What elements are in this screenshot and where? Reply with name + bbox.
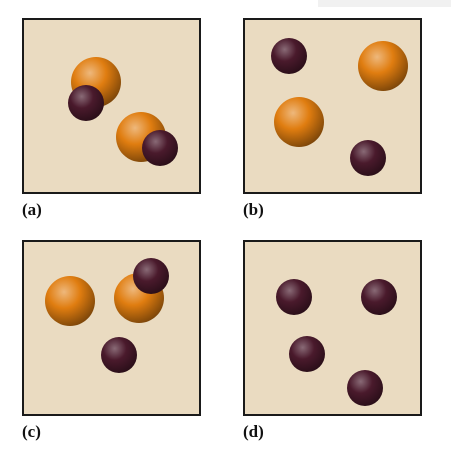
large-atom-sphere [45, 276, 95, 326]
small-atom-sphere [101, 337, 137, 373]
panel-d [243, 240, 422, 416]
panel-b [243, 18, 422, 194]
top-edge-strip [318, 0, 451, 7]
small-atom-sphere [142, 130, 178, 166]
large-atom-sphere [358, 41, 408, 91]
panel-c [22, 240, 201, 416]
panel-d-drawing [276, 279, 397, 406]
small-atom-sphere [276, 279, 312, 315]
panel-a [22, 18, 201, 194]
panel-b-label: (b) [243, 200, 264, 219]
small-atom-sphere [133, 258, 169, 294]
small-atom-sphere [68, 85, 104, 121]
panel-d-label: (d) [243, 422, 264, 441]
large-atom-sphere [274, 97, 324, 147]
small-atom-sphere [361, 279, 397, 315]
panel-a-drawing [68, 57, 178, 166]
small-atom-sphere [350, 140, 386, 176]
small-atom-sphere [271, 38, 307, 74]
panel-c-label: (c) [22, 422, 41, 441]
panel-b-drawing [271, 38, 408, 176]
panel-c-drawing [45, 258, 169, 373]
small-atom-sphere [347, 370, 383, 406]
panel-a-label: (a) [22, 200, 42, 219]
small-atom-sphere [289, 336, 325, 372]
